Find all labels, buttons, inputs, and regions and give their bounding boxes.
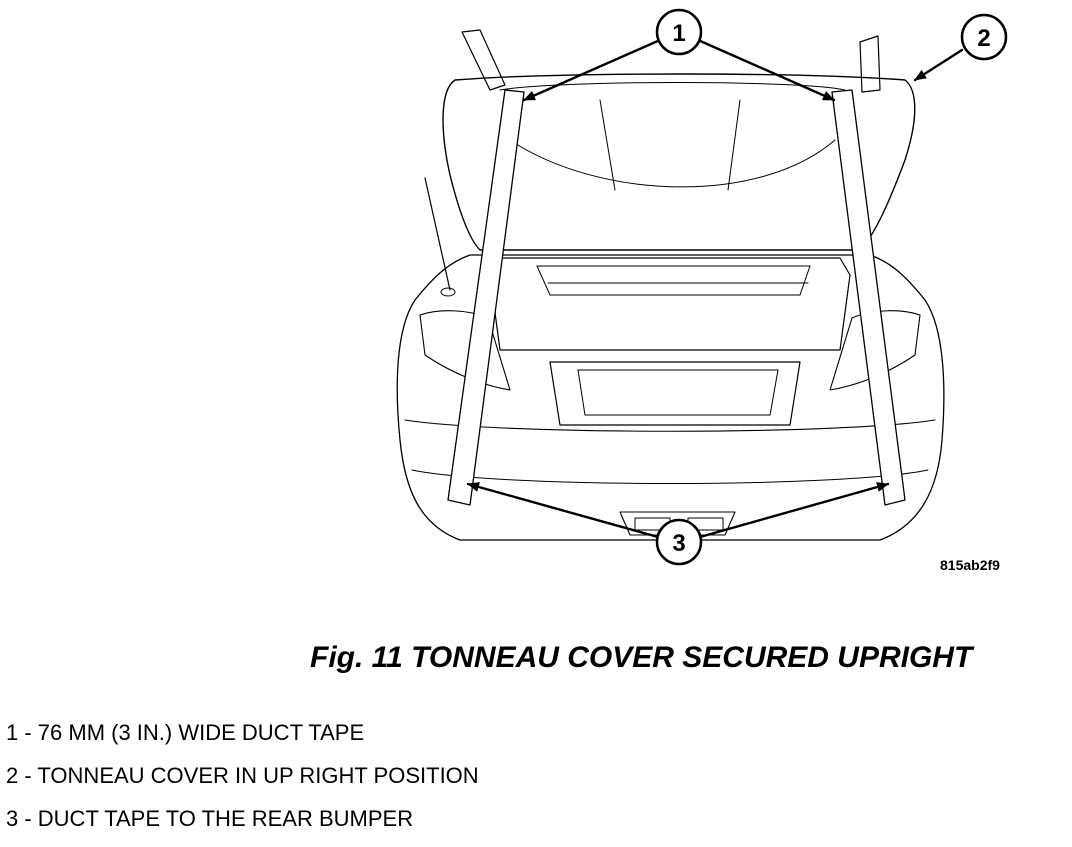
callout-3-arrow-left (466, 482, 660, 539)
callout-3-number: 3 (672, 530, 685, 557)
legend-item: 3 - DUCT TAPE TO THE REAR BUMPER (6, 806, 414, 831)
figure-caption: Fig. 11 TONNEAU COVER SECURED UPRIGHT (310, 641, 973, 674)
callout-1-number: 1 (672, 20, 685, 47)
left-duct-tape-strip (447, 89, 525, 506)
tonneau-cover-illustration: 1 2 3 (396, 8, 1008, 566)
left-tail-lamp (419, 310, 511, 391)
callout-2-arrow (913, 48, 964, 82)
tonneau-cover (442, 73, 916, 251)
license-plate-recess (549, 361, 801, 426)
callout-3: 3 (655, 518, 703, 566)
right-tail-lamp (829, 310, 921, 391)
figure-code: 815ab2f9 (940, 557, 1000, 573)
rear-bumper (404, 419, 936, 432)
right-duct-tape-strip (831, 89, 906, 506)
left-roll-hoop (461, 29, 506, 91)
antenna (424, 177, 451, 291)
callout-1-arrow-left (522, 38, 662, 102)
callout-2-number: 2 (977, 25, 990, 52)
legend-item: 1 - 76 MM (3 IN.) WIDE DUCT TAPE (6, 720, 365, 745)
legend-item: 2 - TONNEAU COVER IN UP RIGHT POSITION (6, 763, 479, 788)
car-body-outline (396, 254, 945, 541)
right-roll-hoop (859, 35, 881, 93)
callout-3-arrow-right (698, 482, 890, 539)
callout-1: 1 (655, 8, 703, 56)
callout-2: 2 (960, 13, 1008, 61)
callout-1-arrow-right (696, 38, 836, 102)
trunk-lid (489, 257, 851, 351)
legend-list: 1 - 76 MM (3 IN.) WIDE DUCT TAPE 2 - TON… (6, 718, 479, 847)
